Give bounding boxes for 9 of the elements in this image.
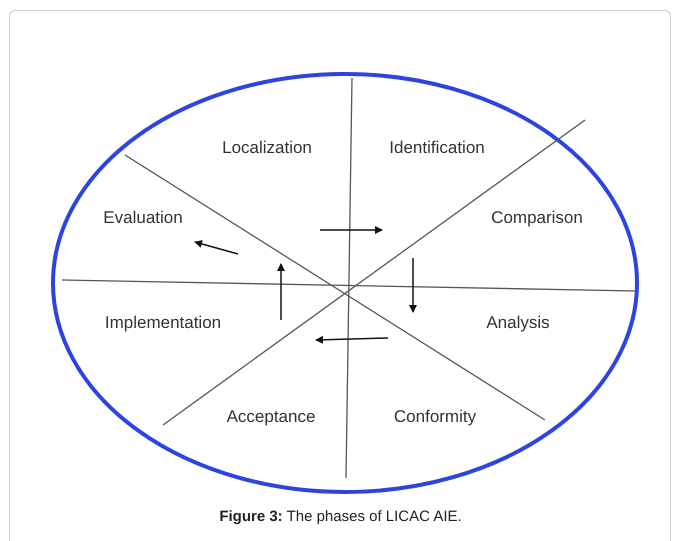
sector-label: Identification: [389, 138, 485, 158]
sector-label: Conformity: [394, 407, 476, 427]
sector-label: Analysis: [486, 313, 550, 333]
sector-label: Implementation: [104, 313, 222, 333]
sector-label: Evaluation: [103, 208, 183, 228]
caption: Figure 3: The phases of LICAC AIE.: [218, 508, 463, 525]
sector-label: Acceptance: [226, 407, 316, 427]
sector-label: Localization: [222, 138, 312, 158]
sector-label: Comparison: [491, 208, 583, 228]
